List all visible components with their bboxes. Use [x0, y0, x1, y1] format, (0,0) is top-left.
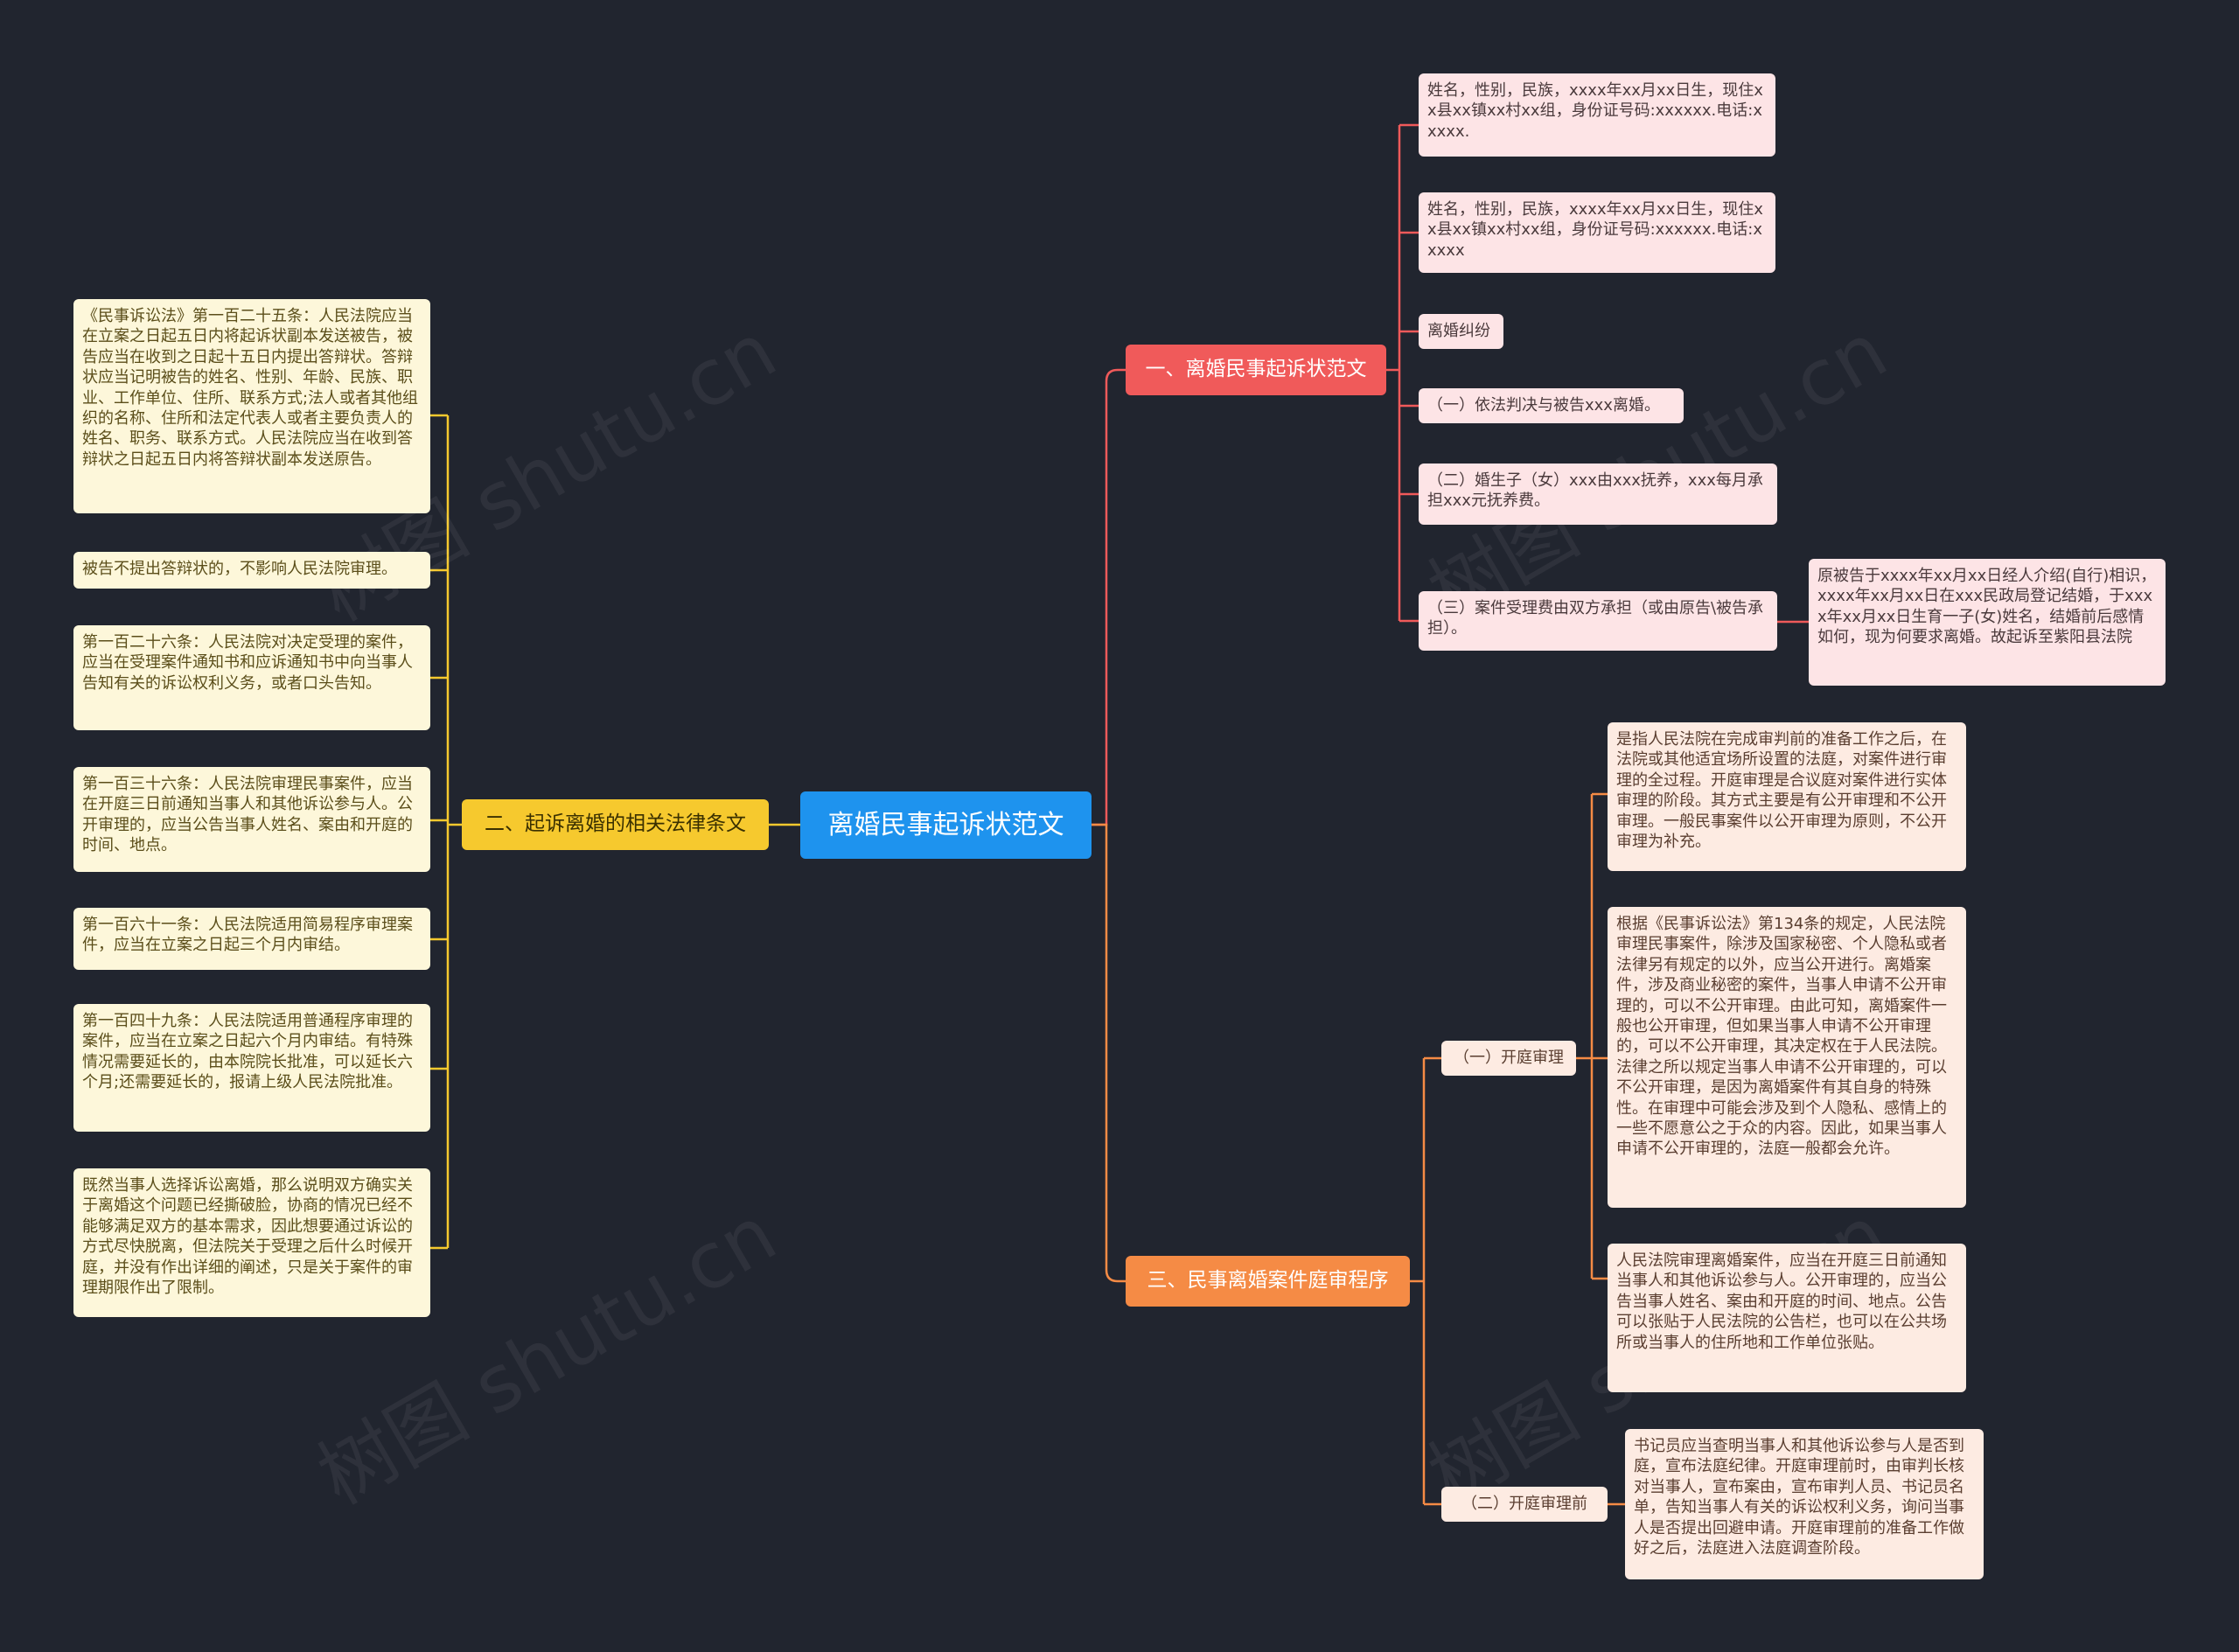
sub-before-trial[interactable]: （二）开庭审理前 [1441, 1487, 1608, 1522]
open-trial-privacy-rule[interactable]: 根据《民事诉讼法》第134条的规定，人民法院审理民事案件，除涉及国家秘密、个人隐… [1608, 907, 1966, 1208]
open-trial-definition[interactable]: 是指人民法院在完成审判前的准备工作之后，在法院或其他适宜场所设置的法庭，对案件进… [1608, 722, 1966, 871]
litigation-note[interactable]: 既然当事人选择诉讼离婚，那么说明双方确实关于离婚这个问题已经撕破脸，协商的情况已… [73, 1168, 430, 1317]
facts-and-reasons[interactable]: 原被告于xxxx年xx月xx日经人介绍(自行)相识，xxxx年xx月xx日在xx… [1809, 559, 2166, 686]
claim-fees[interactable]: （三）案件受理费由双方承担（或由原告\被告承担）。 [1419, 591, 1777, 651]
open-trial-notice-rule[interactable]: 人民法院审理离婚案件，应当在开庭三日前通知当事人和其他诉讼参与人。公开审理的，应… [1608, 1244, 1966, 1392]
claim-custody[interactable]: （二）婚生子（女）xxx由xxx抚养，xxx每月承担xxx元抚养费。 [1419, 464, 1777, 525]
sub-open-trial[interactable]: （一）开庭审理 [1441, 1041, 1576, 1076]
pre-trial-procedure[interactable]: 书记员应当查明当事人和其他诉讼参与人是否到庭，宣布法庭纪律。开庭审理前时，由审判… [1625, 1429, 1984, 1579]
branch-legal-provisions[interactable]: 二、起诉离婚的相关法律条文 [462, 799, 769, 850]
plaintiff-info[interactable]: 姓名，性别，民族，xxxx年xx月xx日生，现住xx县xx镇xx村xx组，身份证… [1419, 73, 1775, 157]
case-type[interactable]: 离婚纠纷 [1419, 314, 1503, 349]
law-article-136[interactable]: 第一百三十六条：人民法院审理民事案件，应当在开庭三日前通知当事人和其他诉讼参与人… [73, 767, 430, 872]
law-article-126[interactable]: 第一百二十六条：人民法院对决定受理的案件，应当在受理案件通知书和应诉通知书中向当… [73, 625, 430, 730]
branch-trial-procedure[interactable]: 三、民事离婚案件庭审程序 [1126, 1256, 1410, 1307]
law-article-161[interactable]: 第一百六十一条：人民法院适用简易程序审理案件，应当在立案之日起三个月内审结。 [73, 908, 430, 970]
law-no-defense[interactable]: 被告不提出答辩状的，不影响人民法院审理。 [73, 552, 430, 589]
branch-complaint-template[interactable]: 一、离婚民事起诉状范文 [1126, 345, 1386, 395]
root-topic[interactable]: 离婚民事起诉状范文 [800, 791, 1092, 859]
defendant-info[interactable]: 姓名，性别，民族，xxxx年xx月xx日生，现住xx县xx镇xx村xx组，身份证… [1419, 192, 1775, 273]
law-article-125[interactable]: 《民事诉讼法》第一百二十五条：人民法院应当在立案之日起五日内将起诉状副本发送被告… [73, 299, 430, 513]
law-article-149[interactable]: 第一百四十九条：人民法院适用普通程序审理的案件，应当在立案之日起六个月内审结。有… [73, 1004, 430, 1132]
claim-divorce[interactable]: （一）依法判决与被告xxx离婚。 [1419, 388, 1684, 423]
